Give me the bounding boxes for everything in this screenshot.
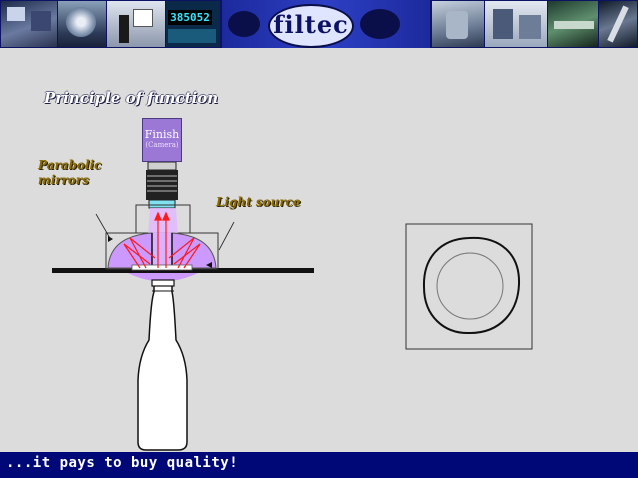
mirror-marker-right [206,262,212,268]
footer-bar [0,452,638,478]
header-photo-tool [599,1,637,47]
camera-subtitle: (Camera) [145,141,179,149]
leader-mirrors [95,213,112,241]
header-photo-machine [485,1,547,47]
conveyor-plate [52,268,314,273]
camera-box: Finish (Camera) [142,118,182,162]
camera-title: Finish [144,128,180,141]
header-photo-inspector [432,1,484,47]
slide-title: Principle of function [44,89,219,107]
counter-display: 385052 [168,10,212,25]
header-photo-inspection-head [107,1,165,47]
header-photo-cans [58,1,106,47]
header-photo-workstation [1,1,57,47]
label-parabolic-mirrors: Parabolic mirrors [38,158,102,187]
camera-image-frame [405,223,533,350]
bottle-finish-inner-ring [436,252,504,320]
logo-left-oval [228,11,260,37]
footer-slogan: ...it pays to buy quality! [6,455,239,471]
logo-right-oval [360,9,400,39]
header-photo-conveyor [548,1,598,47]
bottle-neck-ring [151,279,175,287]
filtec-logo: filtec [268,4,354,48]
camera-lens [146,161,178,209]
light-rays [123,211,201,269]
header-banner: 385052 filtec [0,0,638,48]
label-light-source: Light source [216,195,301,209]
center-light-column [152,233,172,268]
bottle-finish-outer-ring [422,236,521,335]
leader-light [218,221,235,251]
bottle [137,281,188,451]
light-glow [128,273,198,282]
light-source-ring [131,264,193,271]
